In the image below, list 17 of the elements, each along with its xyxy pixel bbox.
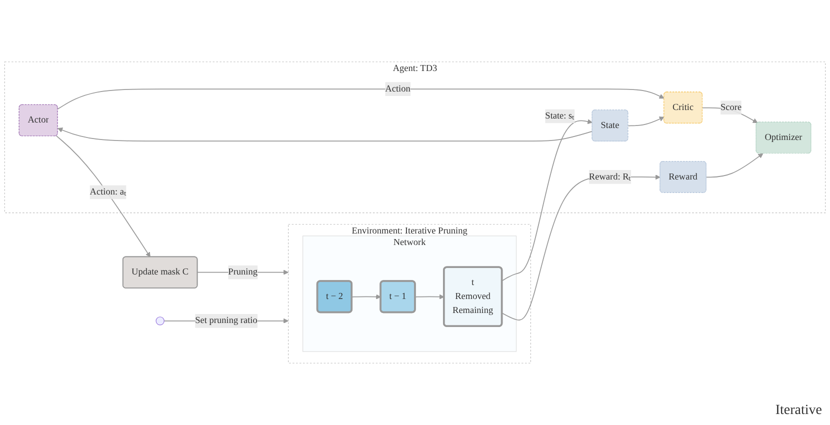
edge-label: Pruning [228, 267, 258, 277]
arrow [628, 116, 664, 126]
edge-label: Reward: Rₜ [588, 172, 632, 182]
edge-label: State: sₜ [545, 111, 574, 121]
arrow [58, 128, 593, 142]
edge-label: Set pruning ratio [195, 316, 258, 326]
arrow [414, 294, 444, 300]
arrow [702, 107, 758, 124]
arrow [56, 135, 150, 258]
edge-label: Score [720, 102, 742, 112]
arrow [352, 294, 382, 300]
edge-label: Action: aₜ [90, 187, 126, 197]
note-text: Iterative [775, 403, 822, 419]
arrow [502, 119, 593, 282]
arrow [706, 153, 764, 178]
arrow [57, 88, 664, 110]
edge-label: Action [385, 84, 410, 94]
